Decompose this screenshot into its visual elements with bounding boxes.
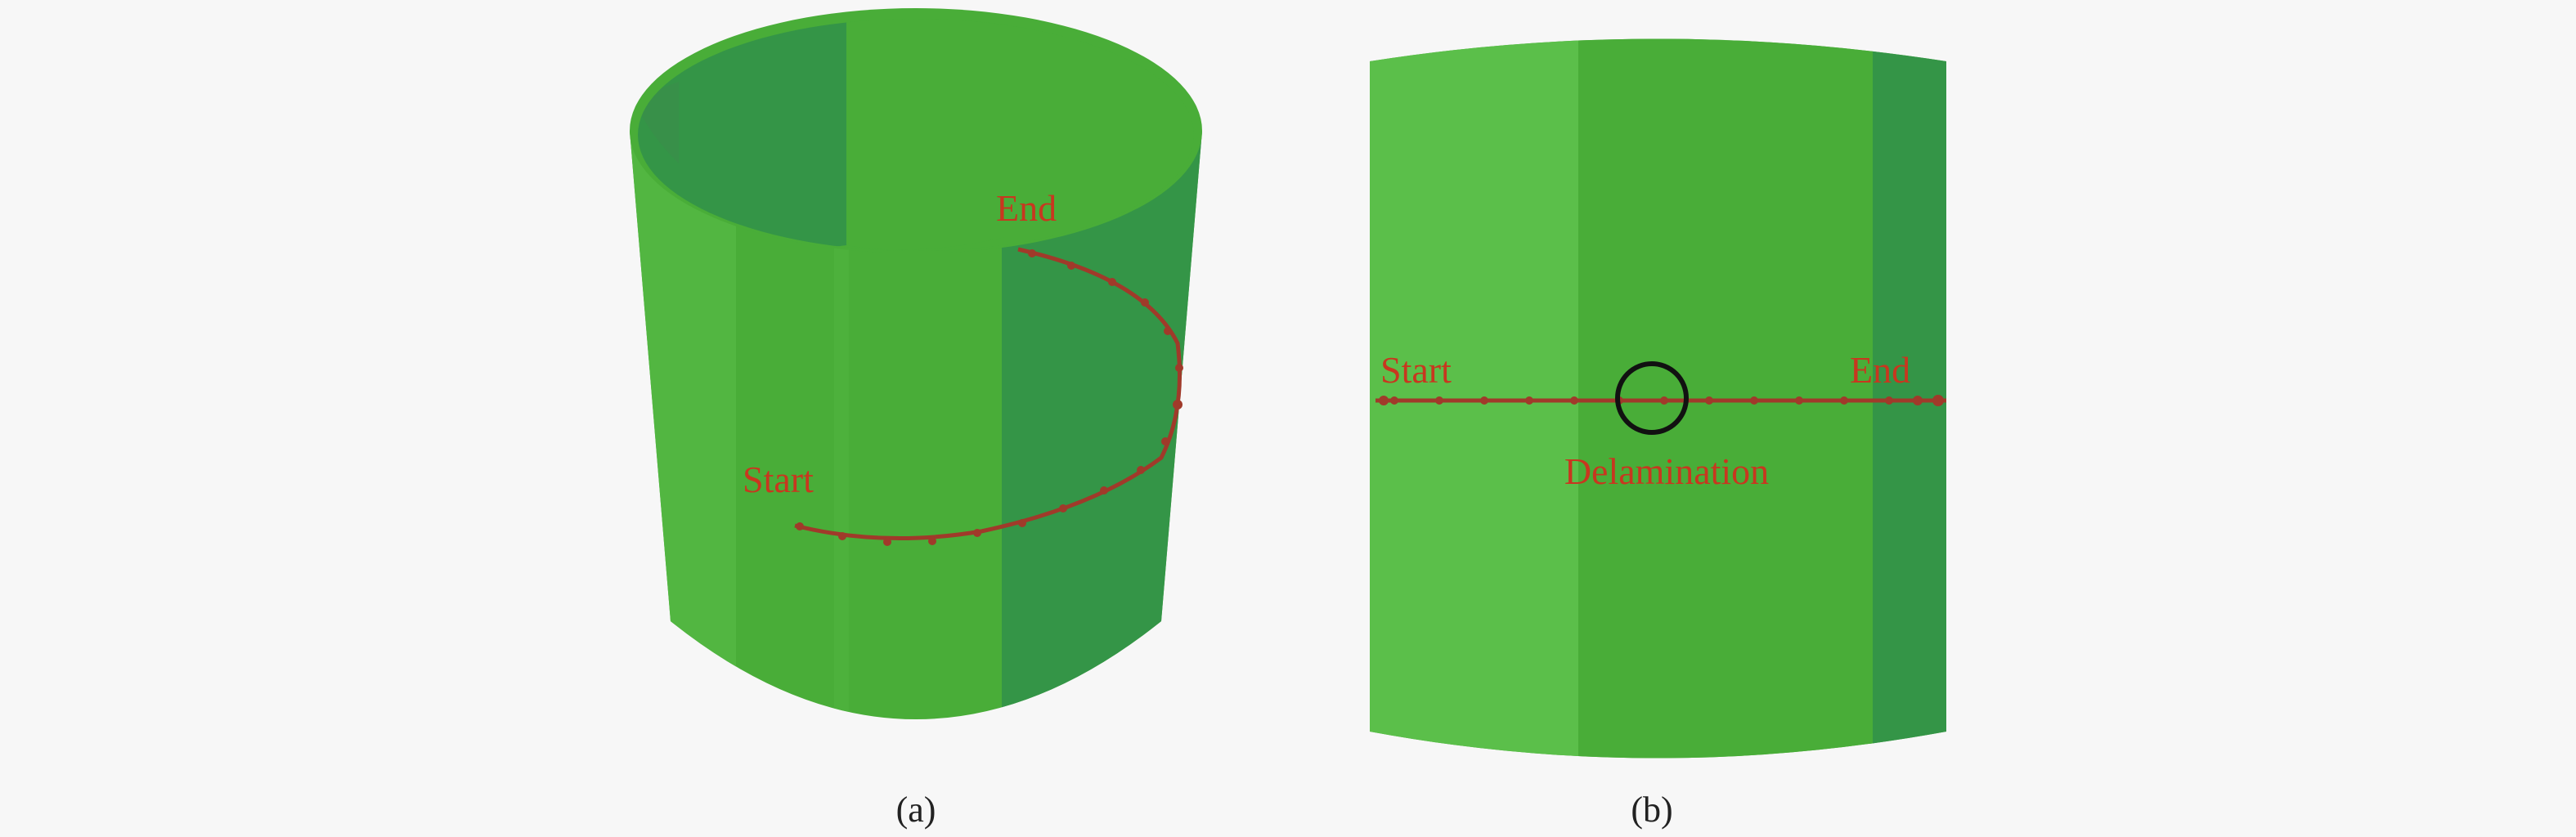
scan-point (1525, 396, 1533, 405)
scan-point (1750, 396, 1758, 405)
scan-point (1390, 396, 1398, 405)
scan-point (1570, 396, 1578, 405)
panel-b-cylinder (1370, 38, 1946, 759)
scan-point (1480, 396, 1488, 405)
scan-point (1161, 437, 1169, 445)
scan-point (1705, 396, 1713, 405)
panel-a-scan-path (794, 247, 1183, 546)
scan-point (1885, 396, 1893, 405)
scan-point (1067, 262, 1075, 270)
scan-point (1018, 519, 1026, 527)
scan-point (1100, 486, 1108, 495)
panel-b-caption: (b) (1631, 790, 1672, 830)
scan-point (1141, 298, 1149, 307)
panel-b-end-label: End (1850, 349, 1910, 391)
panel-a-caption: (a) (896, 790, 936, 830)
panel-a-end-label: End (996, 187, 1057, 229)
scan-point (838, 532, 846, 540)
scan-point (1379, 396, 1389, 405)
scan-point (1137, 466, 1145, 474)
scan-point (1164, 327, 1172, 335)
panel-b-delamination-label: Delamination (1564, 450, 1769, 492)
scan-point (883, 538, 891, 546)
panel-b-start-label: Start (1380, 349, 1452, 391)
scan-point (1108, 278, 1116, 286)
scan-point (973, 529, 981, 537)
scan-point (1175, 364, 1183, 372)
scan-point (928, 537, 936, 545)
scan-point (1028, 249, 1036, 257)
scan-point (1840, 396, 1848, 405)
scan-point (1660, 396, 1668, 405)
scan-point (1913, 396, 1923, 405)
delamination-marker (1615, 361, 1689, 435)
scan-point (1932, 395, 1944, 406)
scan-point (1795, 396, 1803, 405)
panel-a-cylinder (630, 8, 1202, 719)
scan-point (796, 522, 804, 530)
scan-point (1059, 504, 1067, 512)
scan-point (1173, 400, 1183, 410)
panel-a-start-label: Start (743, 459, 814, 500)
scan-point (1435, 396, 1443, 405)
